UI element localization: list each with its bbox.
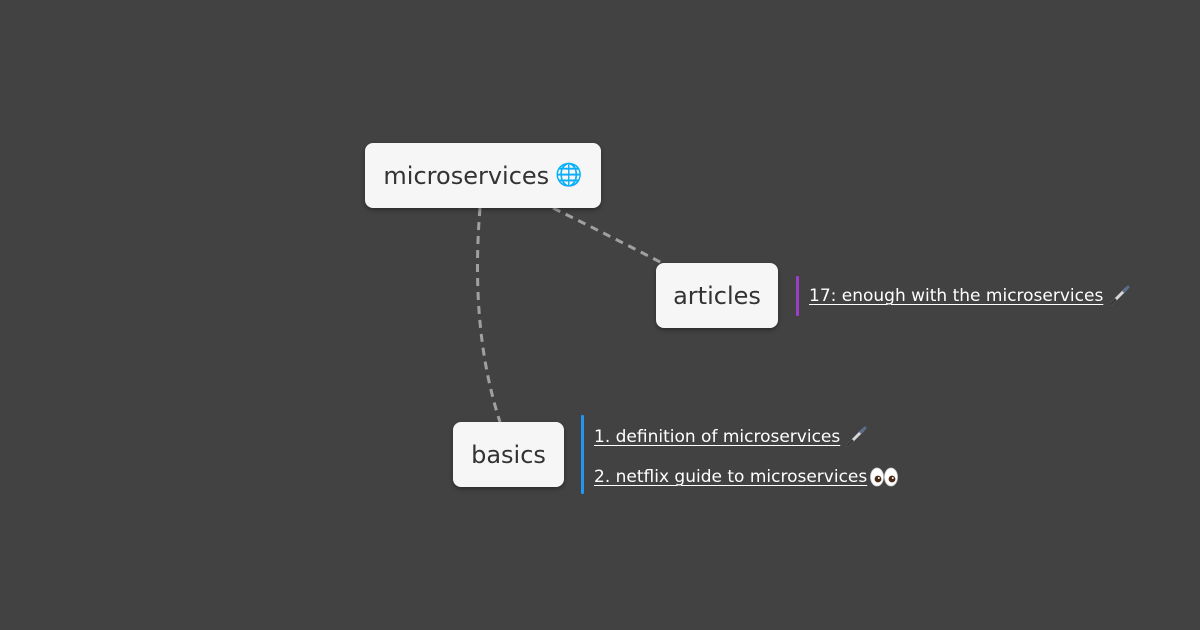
pen-icon <box>846 426 867 447</box>
edge-root-to-articles <box>552 206 665 266</box>
root-node[interactable]: microservices 🌐 <box>365 143 601 208</box>
branch-node-articles[interactable]: articles <box>656 263 778 328</box>
link-item[interactable]: 17: enough with the microservices <box>809 285 1131 306</box>
globe-icon: 🌐 <box>555 163 583 188</box>
link-text[interactable]: 17: enough with the microservices <box>809 286 1104 306</box>
pen-icon <box>1109 285 1130 306</box>
leaf-group-articles: 17: enough with the microservices <box>796 276 1131 316</box>
branch-node-label: basics <box>471 440 546 469</box>
edge-root-to-basics <box>476 207 502 423</box>
link-text[interactable]: 1. definition of microservices <box>594 427 841 447</box>
leaf-group-basics: 1. definition of microservices 2. netfli… <box>581 415 899 494</box>
branch-node-basics[interactable]: basics <box>453 422 564 487</box>
eyes-icon <box>870 467 899 487</box>
root-node-label: microservices <box>383 161 550 190</box>
branch-node-label: articles <box>673 281 761 310</box>
accent-bar-articles <box>796 276 799 316</box>
link-item[interactable]: 1. definition of microservices <box>594 426 899 447</box>
link-item[interactable]: 2. netflix guide to microservices <box>594 467 899 487</box>
accent-bar-basics <box>581 415 584 494</box>
link-text[interactable]: 2. netflix guide to microservices <box>594 467 868 487</box>
